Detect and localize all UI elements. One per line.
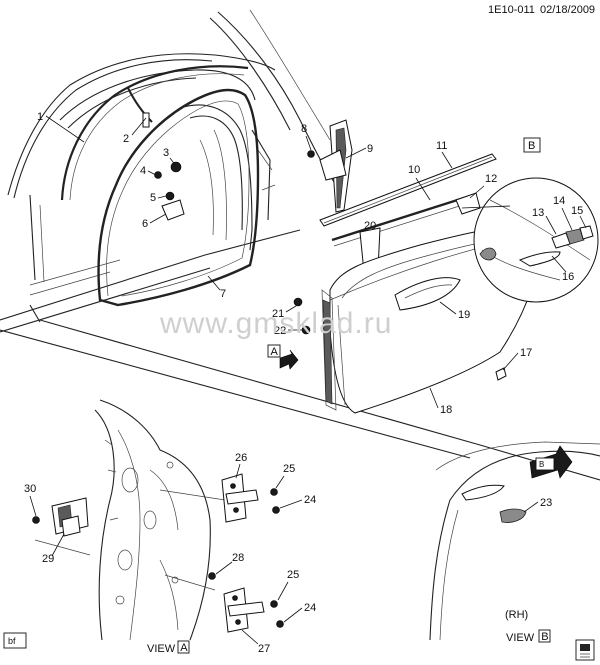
part-21-nut [293,297,303,307]
part-2-channel [127,87,153,123]
part-30-bolt [32,516,40,524]
label-10: 10 [408,164,420,176]
part-25-bolt-lower [270,600,278,608]
body-door-opening [0,9,600,481]
view-rh-label: (RH) [505,609,528,621]
label-29: 29 [42,553,54,565]
label-15: 15 [571,205,583,217]
part-6-striker [161,199,185,221]
diagram-code: 1E10-011 [488,4,535,16]
label-7: 7 [220,288,226,300]
label-23: 23 [540,497,552,509]
label-28: 28 [232,552,244,564]
label-30: 30 [24,483,36,495]
part-1-roof-weatherstrip [60,65,249,201]
part-10-inner-belt [331,194,471,242]
callout-a-letter: A [271,346,279,358]
view-a-letter: A [180,642,188,654]
label-24a: 24 [304,494,316,506]
label-26: 26 [235,452,247,464]
view-a-door-inner [34,399,226,641]
label-4: 4 [140,165,146,177]
part-24-bolt-upper [272,506,280,514]
label-16: 16 [562,271,574,283]
part-17-bolt [495,367,507,381]
part-7-door-opening-weatherstrip [97,88,260,307]
footer-tag-box [3,632,27,649]
part-19-applique [394,277,461,311]
label-8: 8 [301,123,307,135]
label-17: 17 [520,347,532,359]
label-14: 14 [553,195,565,207]
label-11: 11 [436,140,447,152]
label-3: 3 [163,147,169,159]
callout-b-letter: B [528,140,535,152]
view-b-box [538,629,551,643]
label-19: 19 [458,309,470,321]
part-25-bolt-upper [270,488,278,496]
watermark: www.gmsklad.ru [159,307,392,340]
part-3-retainer [170,161,182,173]
label-6: 6 [142,218,148,230]
label-12: 12 [485,173,497,185]
label-2: 2 [123,133,129,145]
diagram-date: 02/18/2009 [540,4,595,16]
label-25a: 25 [283,463,295,475]
label-13: 13 [532,207,544,219]
label-22: 22 [274,325,286,337]
part-27-lower-hinge [223,587,265,633]
detail-b-handle-circle [473,177,599,303]
part-4-screw [154,171,162,179]
label-9: 9 [367,143,373,155]
label-1: 1 [37,111,43,123]
part-28-bolt [208,572,216,580]
label-27: 27 [258,643,270,655]
view-b-letter: B [541,631,548,643]
callout-b-box [523,137,541,153]
view-a-label: VIEW [147,643,176,655]
view-a-callout: A [267,344,299,370]
part-8-nut [307,150,315,158]
part-2-clip [142,112,150,128]
footer-tag: bf [8,636,16,646]
label-18: 18 [440,404,452,416]
label-25b: 25 [287,569,299,581]
part-24-bolt-lower [276,620,284,628]
part-9-glass-run-channel [319,119,353,213]
view-b-label: VIEW [506,632,535,644]
document-icon [575,639,595,661]
view-a-box [177,640,190,654]
part-5-bolt [165,191,175,201]
label-24b: 24 [304,602,316,614]
part-29-door-check [51,497,89,537]
label-21: 21 [272,308,284,320]
view-b-door-outer [429,441,600,641]
label-5: 5 [150,192,156,204]
callout-b-arrow-letter: B [539,460,544,469]
part-26-upper-hinge [221,473,259,523]
part-12-bracket [455,192,481,215]
label-20: 20 [364,220,376,232]
